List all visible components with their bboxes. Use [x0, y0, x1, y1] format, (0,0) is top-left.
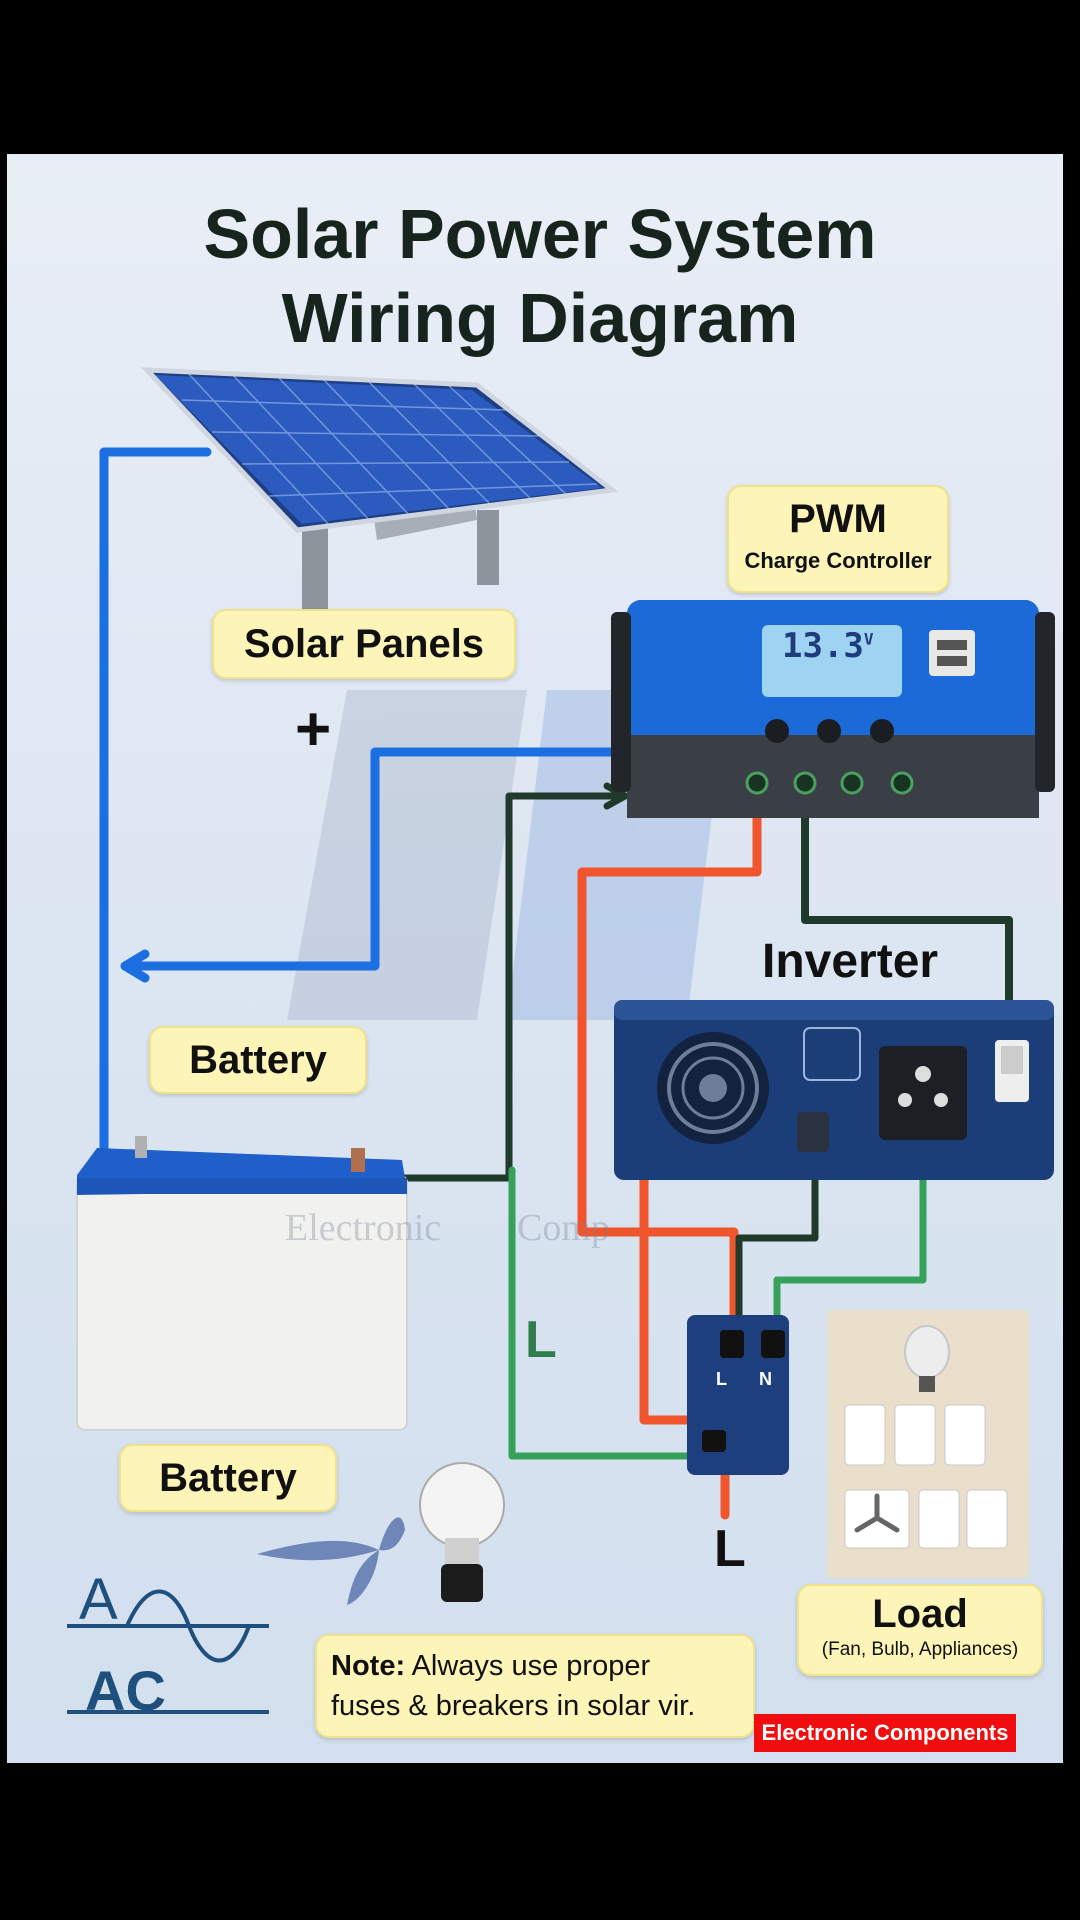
label-pwm: PWM — [789, 497, 887, 541]
note-text-1: Always use proper — [411, 1650, 651, 1682]
label-wire-L-green: L — [525, 1311, 557, 1369]
label-load: Load — [872, 1592, 968, 1636]
bulb-icon — [419, 1462, 505, 1602]
wire-dark-battery-controller — [398, 792, 629, 1182]
breaker-icon — [687, 1315, 789, 1475]
label-load-box: Load (Fan, Bulb, Appliances) — [797, 1584, 1043, 1676]
wire-green-controller-breaker — [508, 1166, 716, 1460]
wire-dark-inverter-breaker — [735, 1136, 819, 1342]
ac-label-A: A — [79, 1567, 118, 1632]
watermark-text-1: Electronic — [285, 1207, 442, 1249]
wiring — [99, 447, 1013, 1520]
note-box: Note: Always use proper fuses & breakers… — [315, 1634, 755, 1738]
wire-blue-controller-out — [122, 747, 637, 971]
charge-controller-icon — [611, 600, 1055, 818]
wire-red-controller-breaker — [577, 775, 762, 1345]
label-battery-top: Battery — [149, 1026, 367, 1094]
label-solar-panels: Solar Panels — [212, 609, 516, 679]
label-plus: + — [295, 695, 332, 764]
page-title-line1: Solar Power System — [203, 195, 877, 273]
load-outlet-icon — [827, 1310, 1029, 1578]
label-inverter: Inverter — [762, 935, 939, 988]
fan-icon — [257, 1517, 405, 1605]
brand-tag: Electronic Components — [754, 1714, 1016, 1752]
solar-panel-icon — [140, 367, 619, 610]
note-prefix: Note: — [331, 1650, 406, 1682]
label-battery-bottom: Battery — [119, 1444, 337, 1512]
diagram-canvas — [67, 367, 1055, 1714]
label-pwm-box: PWM Charge Controller — [727, 485, 949, 593]
breaker-label-N: N — [759, 1369, 772, 1389]
label-charge-controller: Charge Controller — [744, 548, 932, 573]
lcd-unit: V — [863, 629, 874, 649]
page-title-line2: Wiring Diagram — [281, 279, 799, 357]
label-load-sub: (Fan, Bulb, Appliances) — [821, 1639, 1019, 1660]
ac-label-text: AC — [85, 1659, 166, 1722]
wire-dark-controller-inverter — [801, 774, 1013, 1004]
label-wire-L-bottom: L — [714, 1520, 746, 1578]
note-text-2: fuses & breakers in solar vir. — [331, 1690, 696, 1722]
lcd-value: 13.3 — [782, 626, 864, 666]
wire-green-inverter-breaker — [773, 1114, 927, 1342]
diagram-card: Electronic Comp 13.3V Solar Power System… — [7, 154, 1063, 1763]
lcd-display: 13.3V — [782, 626, 874, 666]
inverter-icon — [614, 1000, 1054, 1180]
battery-icon — [76, 1136, 408, 1431]
breaker-label-L: L — [716, 1369, 727, 1389]
ac-symbol-icon — [67, 1589, 269, 1714]
watermark-text-2: Comp — [517, 1207, 610, 1249]
